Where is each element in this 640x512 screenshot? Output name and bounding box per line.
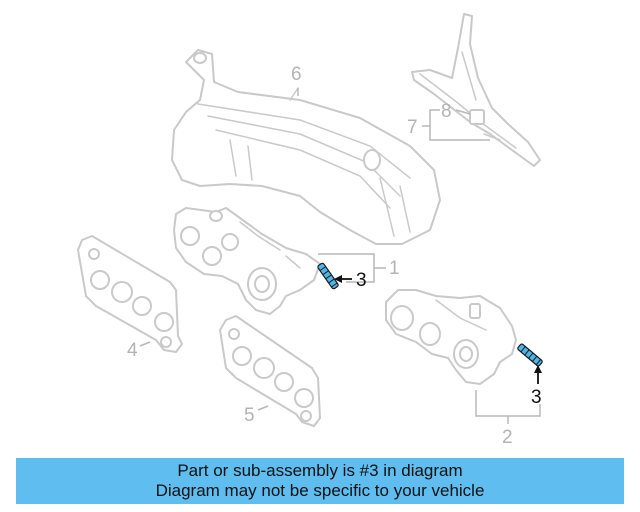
callout-3-arrows (334, 275, 542, 384)
callout-1: 1 (389, 258, 400, 279)
callout-3b: 3 (531, 387, 542, 408)
leader-lines (139, 88, 541, 424)
stud-3a[interactable] (317, 262, 339, 290)
callout-3a: 3 (356, 270, 367, 291)
callout-4: 4 (127, 340, 138, 361)
callout-7: 7 (407, 117, 418, 138)
manifold-1-drawing (173, 207, 321, 315)
stud-3b[interactable] (517, 343, 543, 367)
gasket-4-drawing (77, 235, 183, 353)
callout-5: 5 (244, 405, 255, 426)
callout-8: 8 (441, 101, 452, 122)
manifold-2-drawing (385, 289, 517, 385)
heat-shield-drawing (171, 49, 441, 245)
gasket-5-drawing (219, 315, 321, 427)
callout-2: 2 (502, 427, 513, 448)
bracket-drawing (411, 13, 541, 167)
banner-line-1: Part or sub-assembly is #3 in diagram (177, 461, 463, 480)
info-banner: Part or sub-assembly is #3 in diagram Di… (16, 458, 624, 504)
banner-line-2: Diagram may not be specific to your vehi… (155, 481, 485, 500)
callout-6: 6 (291, 64, 302, 85)
